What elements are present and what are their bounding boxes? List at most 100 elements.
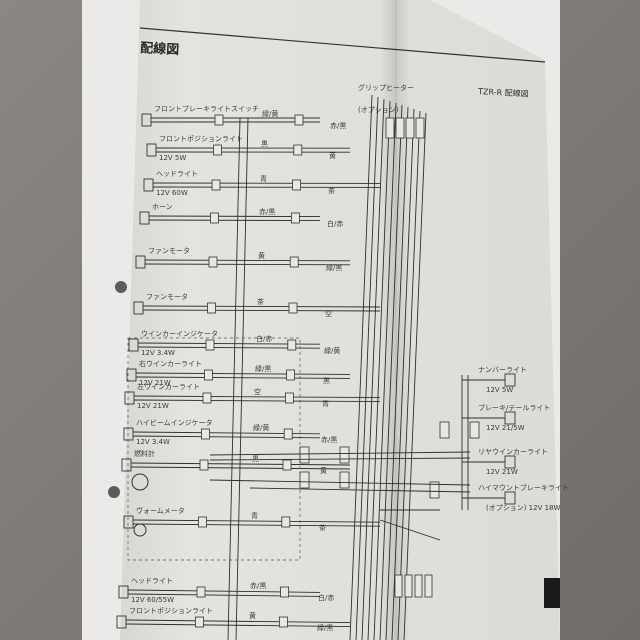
wire-color-label: 赤/黒 bbox=[250, 582, 266, 590]
component-name: 燃料計 bbox=[134, 449, 155, 458]
horizontal-wire bbox=[130, 462, 351, 466]
harness-connector bbox=[385, 117, 395, 139]
grip-heater-note: (オプション) bbox=[358, 106, 399, 114]
wire-color-label: 緑/黄 bbox=[262, 109, 278, 118]
harness-connector bbox=[415, 117, 425, 139]
horizontal-wire bbox=[142, 309, 381, 312]
lower-harness-wire bbox=[379, 519, 441, 541]
component-name: 右ウインカーライト bbox=[139, 359, 202, 368]
component-symbol bbox=[139, 211, 150, 225]
binder-hole-top bbox=[115, 281, 127, 293]
component-name: フロントポジションライト bbox=[129, 607, 213, 615]
wire-color-label: 緑/黒 bbox=[317, 623, 333, 632]
junction-connector bbox=[339, 471, 350, 489]
wiring-diagram bbox=[116, 94, 516, 640]
component-name: ヘッドライト bbox=[131, 577, 173, 585]
horizontal-wire bbox=[135, 372, 351, 375]
row-connector bbox=[214, 114, 224, 126]
lower-connector bbox=[404, 574, 413, 598]
harness-connector bbox=[405, 117, 415, 139]
row-connector bbox=[280, 586, 290, 598]
row-connector bbox=[284, 392, 294, 404]
wire-color-label: 白/赤 bbox=[256, 334, 272, 343]
wire-color-label: 空 bbox=[254, 387, 261, 396]
wire-color-label: 黄 bbox=[249, 611, 256, 620]
row-connector bbox=[204, 369, 213, 381]
rear-component-spec: 12V 21W bbox=[486, 468, 518, 476]
row-connector bbox=[287, 339, 297, 351]
junction-wire bbox=[249, 487, 471, 493]
junction-wire bbox=[209, 479, 471, 486]
row-connector bbox=[208, 256, 218, 268]
harness-bundle-wire bbox=[403, 112, 427, 640]
harness-bundle-wire bbox=[349, 94, 373, 640]
grip-heater-label: グリップヒーター bbox=[358, 83, 414, 92]
lower-connector bbox=[414, 574, 423, 598]
wire-color-label: 白/赤 bbox=[318, 593, 334, 602]
wire-color-label: 赤/黒 bbox=[259, 208, 275, 216]
trunk-wire-left-2 bbox=[235, 117, 249, 640]
row-connector bbox=[282, 459, 292, 471]
row-connector bbox=[292, 179, 302, 191]
component-symbol bbox=[141, 113, 152, 127]
rear-component-spec: 12V 5W bbox=[486, 386, 513, 394]
wire-color-label: 赤/黒 bbox=[330, 122, 346, 130]
junction-connector bbox=[339, 446, 350, 464]
component-spec: 12V 5W bbox=[159, 154, 186, 162]
component-symbol bbox=[123, 427, 134, 441]
row-connector bbox=[293, 144, 303, 156]
wire-color-label: 赤/黒 bbox=[321, 436, 337, 444]
junction-wire bbox=[209, 457, 471, 461]
component-symbol bbox=[116, 615, 127, 629]
wire-color-label: 白/赤 bbox=[327, 219, 343, 228]
row-connector bbox=[290, 212, 300, 224]
row-connector bbox=[213, 144, 222, 156]
component-name: ヴォームメータ bbox=[136, 506, 185, 515]
component-name: フロントポジションライト bbox=[159, 135, 243, 143]
harness-bundle-wire bbox=[385, 106, 409, 640]
rear-component-spec: 12V 21/5W bbox=[486, 424, 525, 432]
component-spec: 12V 3.4W bbox=[136, 438, 170, 446]
horizontal-wire bbox=[132, 523, 381, 527]
row-connector bbox=[195, 616, 204, 628]
harness-connector bbox=[395, 117, 405, 139]
harness-bundle-wire bbox=[379, 104, 403, 640]
component-name: ウインカーインジケータ bbox=[141, 329, 218, 338]
component-name: ハイビームインジケータ bbox=[136, 418, 213, 427]
horizontal-wire bbox=[125, 623, 351, 628]
page-edge-top bbox=[139, 27, 546, 63]
component-name: ファンモータ bbox=[146, 292, 188, 301]
rear-component-name: リヤウインカーライト bbox=[478, 448, 548, 456]
page-title: 配線図 bbox=[140, 40, 180, 58]
wire-color-label: 黄 bbox=[258, 251, 265, 260]
component-spec: 12V 60/55W bbox=[131, 596, 174, 604]
wire-color-label: 空 bbox=[325, 309, 332, 318]
model-label: TZR-R 配線図 bbox=[477, 86, 529, 99]
row-connector bbox=[199, 459, 209, 471]
trunk-wire-left bbox=[227, 117, 241, 640]
component-symbol bbox=[124, 391, 135, 405]
component-symbol bbox=[118, 585, 129, 599]
wire-color-label: 黒 bbox=[252, 455, 259, 463]
wire-color-label: 黒 bbox=[261, 140, 268, 148]
rear-component-name: ハイマウントブレーキライト bbox=[478, 483, 569, 492]
horizontal-wire bbox=[132, 519, 381, 523]
component-name: 左ウインカーライト bbox=[137, 382, 200, 391]
component-symbol bbox=[123, 515, 134, 529]
component-spec: 12V 60W bbox=[156, 189, 188, 197]
row-connector bbox=[281, 516, 291, 528]
horizontal-wire bbox=[144, 263, 351, 266]
horizontal-wire bbox=[144, 259, 351, 262]
binder-hole-bottom bbox=[108, 486, 120, 498]
component-symbol bbox=[128, 338, 139, 352]
horizontal-wire bbox=[125, 619, 351, 624]
row-connector bbox=[286, 369, 296, 381]
wire-color-label: 茶 bbox=[257, 297, 264, 306]
wire-color-label: 茶 bbox=[328, 186, 335, 195]
component-symbol bbox=[121, 458, 132, 472]
lower-connector bbox=[394, 574, 403, 598]
component-spec: 12V 21W bbox=[139, 379, 171, 387]
harness-bundle-wire bbox=[373, 102, 397, 640]
component-symbol bbox=[126, 368, 137, 382]
